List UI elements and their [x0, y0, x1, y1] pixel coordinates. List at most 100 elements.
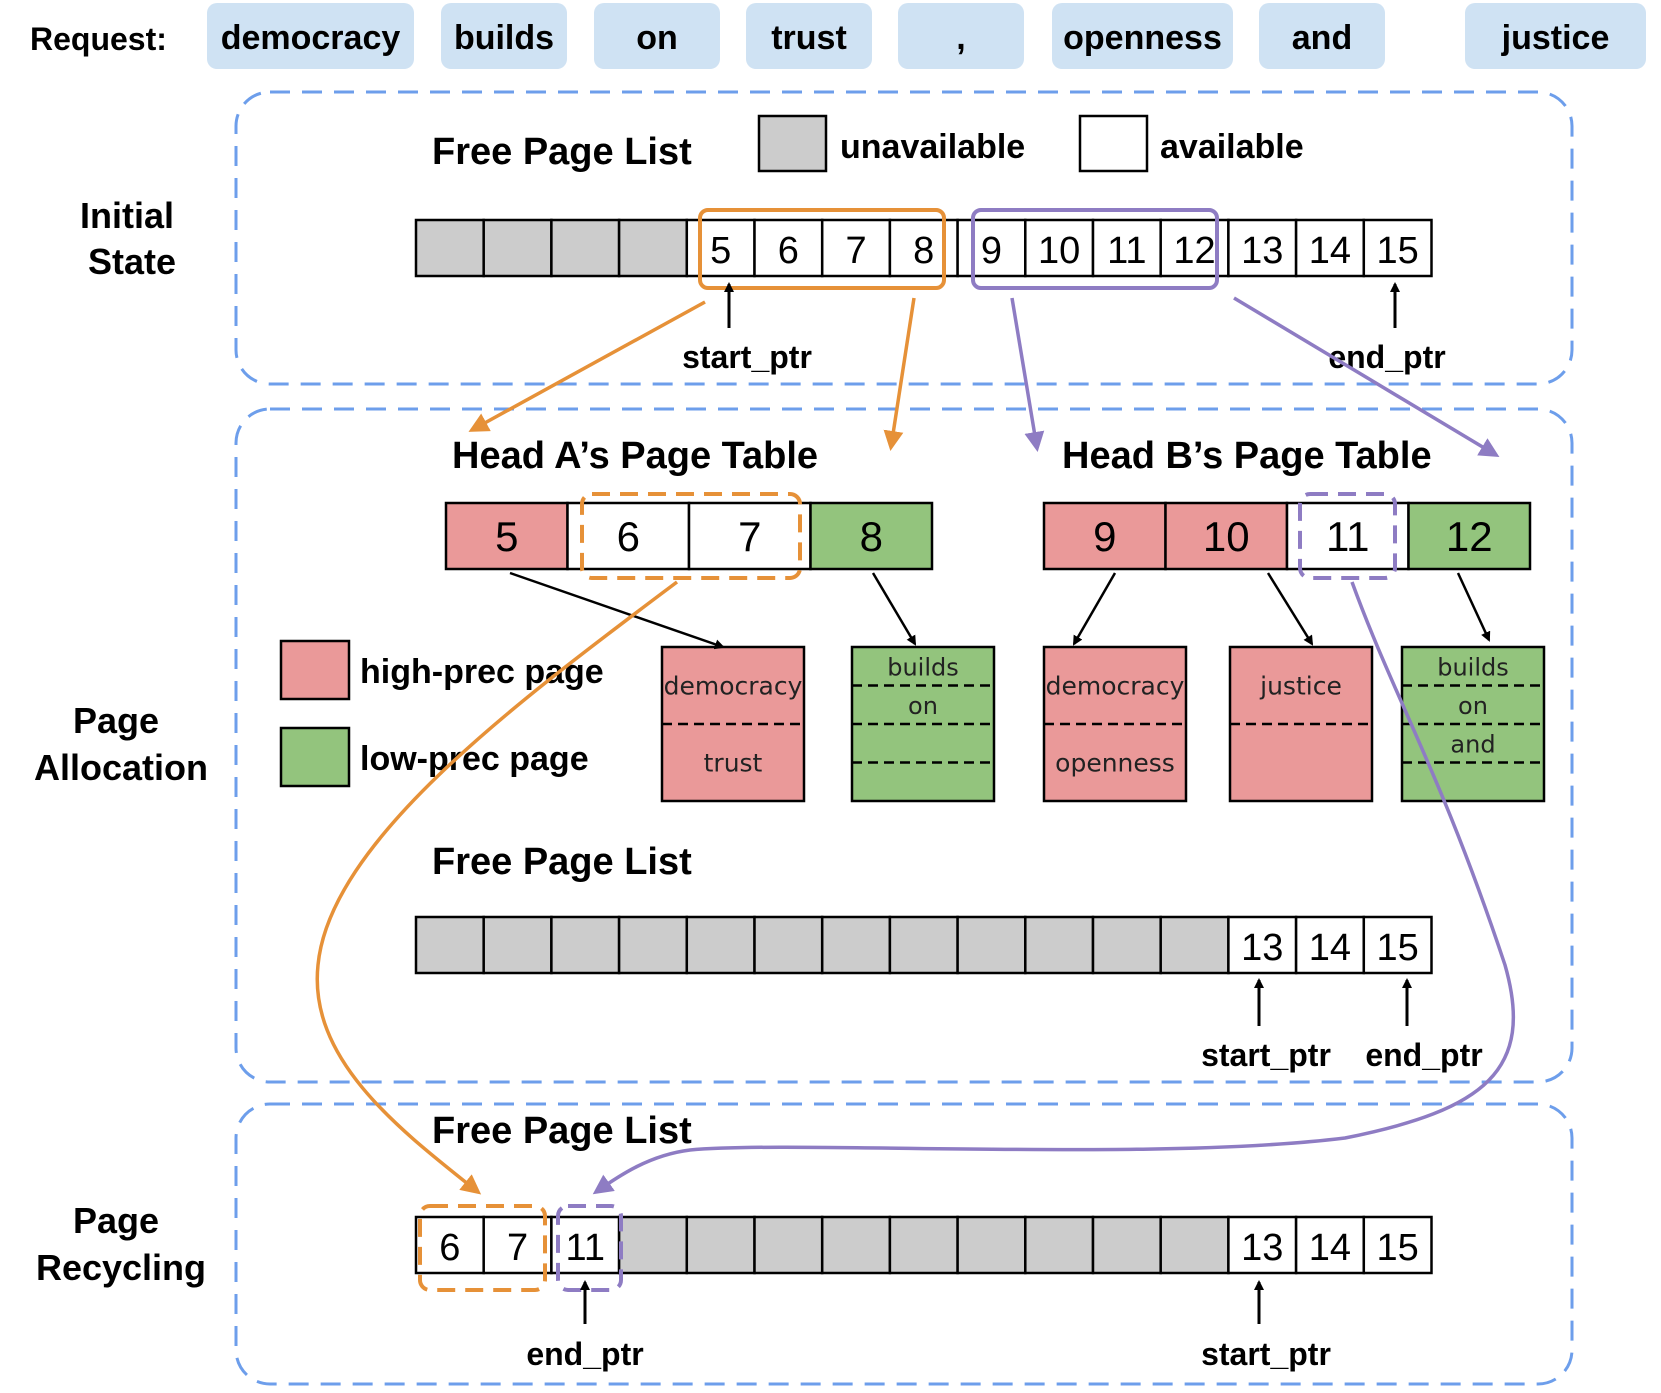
legend-low-prec-label: low-prec page [360, 740, 589, 778]
request-token-bg [746, 3, 872, 69]
page-cell-unavailable [1024, 915, 1095, 975]
page-cell-available [888, 218, 959, 278]
page-cell-unavailable [617, 218, 689, 278]
request-token-bg [594, 3, 720, 69]
pointer-page-8 [871, 572, 917, 646]
page-table-number: 10 [1203, 513, 1250, 560]
slot-token: justice [1259, 672, 1342, 701]
legend-unavailable-swatch [757, 114, 828, 173]
page-cell [1024, 915, 1095, 975]
page-table-number: 11 [1326, 513, 1370, 560]
page-allocation: Head A’s Page Table Head B’s Page Table … [279, 435, 1546, 1073]
page-cell [1024, 1215, 1095, 1275]
page-allocation-frame [234, 407, 1574, 1084]
page-cell: 13 [1227, 218, 1298, 278]
page-cell-available [1294, 1215, 1366, 1275]
page-cell-unavailable [956, 915, 1027, 975]
page-cell: 13 [1227, 915, 1298, 975]
page-cell-available [820, 218, 892, 278]
page-cell-available [1362, 915, 1433, 975]
request-token-text: justice [1501, 19, 1610, 57]
page-cell [1091, 915, 1162, 975]
page-number: 14 [1309, 230, 1351, 272]
request-token-bg [441, 3, 567, 69]
page-cell: 11 [550, 1215, 621, 1275]
alloc-arrow-a-left [468, 300, 706, 432]
pointer-page-9 [1072, 572, 1117, 646]
page-cell [753, 1215, 824, 1275]
head-a-freed-box [580, 492, 802, 580]
page-cell-unavailable [1024, 1215, 1095, 1275]
page-number: 9 [981, 230, 1002, 272]
flow-arrows [315, 296, 1516, 1195]
page-cell-available [1362, 1215, 1433, 1275]
request-token-text: democracy [221, 19, 401, 57]
page-number: 15 [1377, 927, 1419, 969]
alloc-arrow-a-right [883, 297, 916, 451]
kv-cache-blocks: democracytrustbuildsondemocracyopennessj… [660, 645, 1546, 803]
page-cell: 7 [820, 218, 892, 278]
page-table-entry: 9 [1042, 501, 1167, 571]
page-cell-available [414, 1215, 485, 1275]
page-cell [550, 218, 621, 278]
request-token: democracy [207, 3, 414, 69]
page-cell-available [1227, 1215, 1298, 1275]
page-cell-unavailable [753, 1215, 824, 1275]
page-cell-unavailable [414, 915, 485, 975]
request-token: justice [1465, 3, 1646, 69]
page-cell: 7 [482, 1215, 553, 1275]
page-cell [414, 915, 485, 975]
page-cell [685, 1215, 756, 1275]
page-number: 8 [913, 230, 934, 272]
page-cell [617, 218, 689, 278]
request-token-text: openness [1063, 19, 1222, 57]
page-cell-unavailable [1159, 1215, 1230, 1275]
page-cell: 5 [685, 218, 756, 278]
recycled-head-b-box [556, 1204, 623, 1292]
page-recycling-frame [234, 1102, 1574, 1386]
page-cell: 15 [1362, 218, 1433, 278]
allocation-free-list-title: Free Page List [432, 841, 692, 883]
legend-high-prec-swatch [279, 639, 351, 701]
page-cell-available [1091, 218, 1162, 278]
request-token-text: , [956, 19, 965, 57]
recycle-arrow-head-a [315, 580, 679, 1195]
page-cell: 11 [1091, 218, 1162, 278]
page-number: 13 [1241, 230, 1283, 272]
page-cell [1159, 1215, 1230, 1275]
slot-token: democracy [1046, 672, 1185, 701]
slot-token: on [908, 692, 938, 720]
request-token-bg [1465, 3, 1646, 69]
page-cell: 14 [1294, 218, 1366, 278]
page-cell [956, 915, 1027, 975]
allocation-end-ptr: end_ptr [1365, 1037, 1482, 1073]
page-table-entry: 6 [566, 501, 691, 571]
page-cell-unavailable [1091, 915, 1162, 975]
initial-start-ptr: start_ptr [682, 339, 812, 375]
page-cell-available [1227, 218, 1298, 278]
page-number: 15 [1377, 1227, 1419, 1269]
page-table-entry: 11 [1285, 501, 1410, 571]
page-cell [482, 218, 553, 278]
page-table-number: 9 [1093, 513, 1116, 560]
page-table-number: 8 [860, 513, 883, 560]
allocation-start-ptr: start_ptr [1201, 1037, 1331, 1073]
page-cell: 9 [956, 218, 1027, 278]
page-cell [617, 1215, 689, 1275]
page-cell: 6 [753, 218, 824, 278]
page-cell [820, 1215, 892, 1275]
page-table-cell [1042, 501, 1167, 571]
page-cell-unavailable [550, 915, 621, 975]
request-token-text: and [1292, 19, 1352, 57]
recycling-end-ptr: end_ptr [526, 1336, 643, 1372]
legend-available-label: available [1160, 128, 1304, 166]
request-token-bg [898, 3, 1024, 69]
page-cell-unavailable [820, 1215, 892, 1275]
page-number: 10 [1038, 230, 1080, 272]
page-cell: 6 [414, 1215, 485, 1275]
page-cell-unavailable [820, 915, 892, 975]
